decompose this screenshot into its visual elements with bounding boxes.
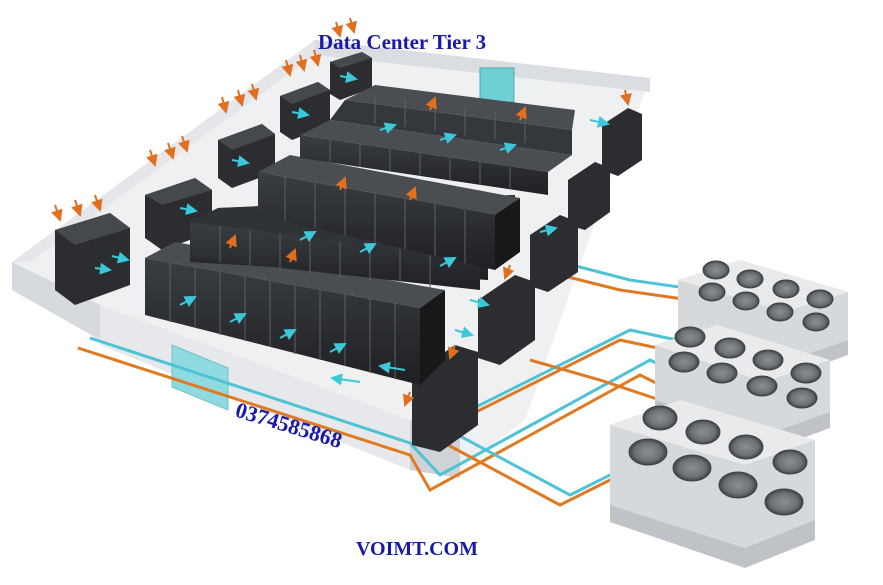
condenser-fan-icon (702, 260, 730, 280)
condenser-fans (628, 260, 834, 516)
condenser-fan-icon (728, 434, 764, 460)
condenser-fan-icon (802, 312, 830, 332)
condenser-fan-icon (685, 419, 721, 445)
condenser-fan-icon (786, 387, 818, 409)
condenser-fan-icon (736, 269, 764, 289)
condenser-fan-icon (764, 488, 804, 516)
condenser-fan-icon (714, 337, 746, 359)
condenser-fan-icon (642, 405, 678, 431)
crac-unit-icon (568, 162, 610, 230)
rack-row-3 (258, 155, 520, 270)
condenser-fan-icon (672, 454, 712, 482)
crac-unit-icon (602, 108, 642, 176)
door-back-icon (479, 67, 515, 103)
condenser-fan-icon (772, 449, 808, 475)
condenser-fan-icon (732, 291, 760, 311)
condenser-fan-icon (718, 471, 758, 499)
condenser-fan-icon (628, 438, 668, 466)
crac-unit-icon (478, 275, 535, 365)
condenser-fan-icon (746, 375, 778, 397)
condenser-fan-icon (706, 362, 738, 384)
condenser-fan-icon (698, 282, 726, 302)
front-wall-left (12, 262, 100, 340)
door-front-icon (171, 344, 229, 411)
back-wall-right (315, 40, 650, 92)
crac-unit-icon (55, 213, 130, 305)
website-label: VOIMT.COM (356, 538, 478, 560)
condenser-fan-icon (674, 326, 706, 348)
condenser-fan-icon (766, 302, 794, 322)
cold-airflow-arrows (94, 71, 610, 386)
crac-unit-icon (530, 215, 578, 292)
condenser-fan-icon (752, 349, 784, 371)
condenser-fan-icon (668, 351, 700, 373)
crac-units-right (412, 108, 642, 452)
hot-airflow-arrows (51, 17, 632, 407)
condenser-fan-icon (772, 279, 800, 299)
condenser-fan-icon (806, 289, 834, 309)
diagram-title: Data Center Tier 3 (318, 30, 487, 54)
condenser-fan-icon (790, 362, 822, 384)
